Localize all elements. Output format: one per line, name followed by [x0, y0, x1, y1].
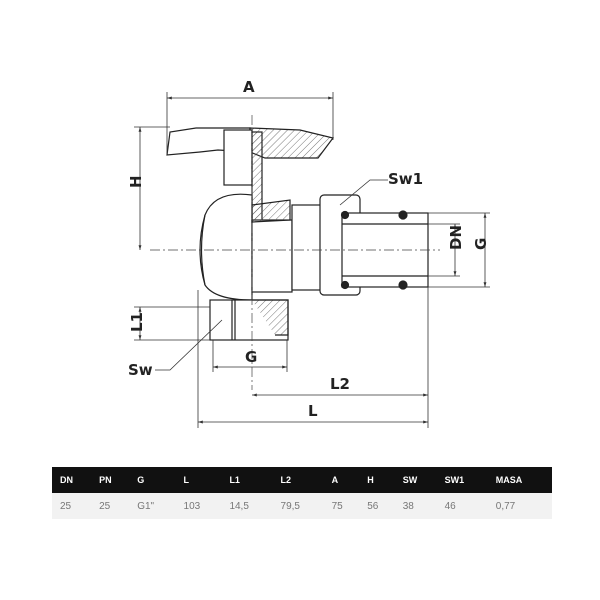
col-header: SW [394, 467, 437, 493]
label-L1: L1 [128, 312, 146, 332]
table-cell: 25 [52, 493, 92, 519]
table-cell: 103 [175, 493, 222, 519]
table-cell: 38 [394, 493, 437, 519]
table-cell: G1" [129, 493, 176, 519]
label-L: L [308, 402, 318, 420]
table-header-row: DN PN G L L1 L2 A H SW SW1 MASA [52, 467, 552, 493]
label-Sw1: Sw1 [388, 170, 423, 188]
label-Sw: Sw [128, 361, 153, 379]
col-header: DN [52, 467, 92, 493]
col-header: G [129, 467, 176, 493]
label-G-bottom: G [245, 348, 257, 366]
table-cell: 75 [323, 493, 360, 519]
col-header: L [175, 467, 222, 493]
table-cell: 0,77 [487, 493, 552, 519]
table-cell: 79,5 [272, 493, 324, 519]
col-header: H [359, 467, 395, 493]
label-DN: DN [447, 225, 465, 250]
col-header: L1 [221, 467, 273, 493]
centerlines [150, 115, 440, 390]
label-H: H [127, 175, 145, 188]
col-header: L2 [272, 467, 324, 493]
label-L2: L2 [330, 375, 350, 393]
table-cell: 46 [436, 493, 488, 519]
col-header: SW1 [436, 467, 488, 493]
spec-table: DN PN G L L1 L2 A H SW SW1 MASA 25 25 G1… [52, 467, 552, 519]
valve-technical-drawing: A H Sw1 DN G L1 Sw G L2 L [127, 78, 490, 428]
col-header: MASA [487, 467, 552, 493]
label-A: A [243, 78, 255, 96]
label-G-right: G [472, 238, 490, 250]
col-header: A [323, 467, 360, 493]
table-cell: 14,5 [221, 493, 273, 519]
table-cell: 25 [91, 493, 130, 519]
col-header: PN [91, 467, 130, 493]
dimensions: A H Sw1 DN G L1 Sw G L2 L [127, 78, 490, 428]
table-row: 25 25 G1" 103 14,5 79,5 75 56 38 46 0,77 [52, 493, 552, 519]
valve-body [166, 127, 429, 341]
table-cell: 56 [359, 493, 395, 519]
